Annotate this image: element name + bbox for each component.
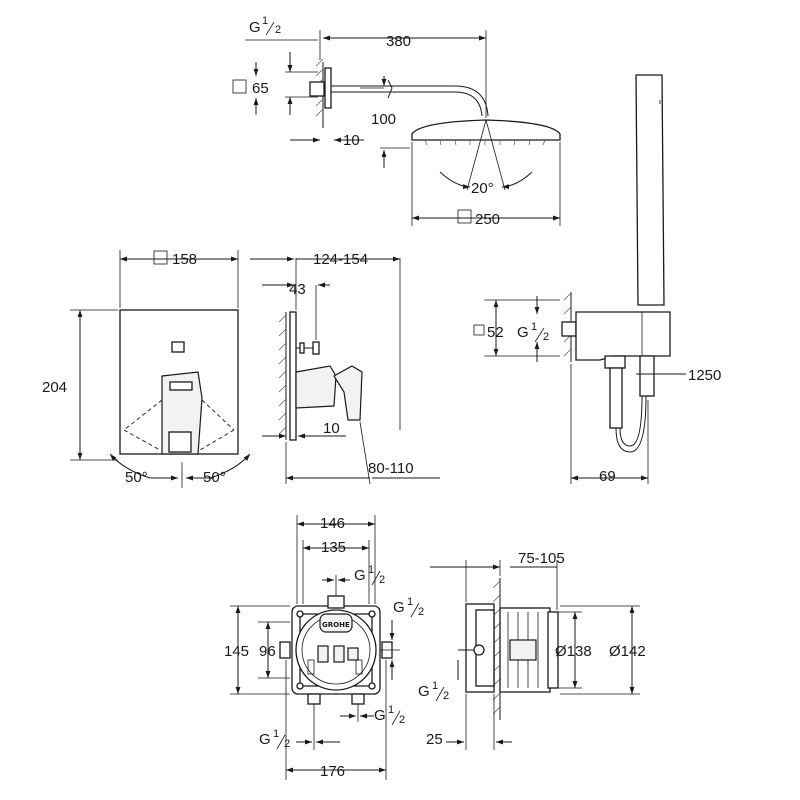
thread-top-den: 2	[379, 574, 385, 586]
hs-thread-g: G	[517, 324, 529, 341]
thread-bl-g: G	[259, 731, 271, 748]
mixer-trim-side-view: 124-154 43 10 80-110	[250, 251, 440, 485]
brand-logo: GROHE	[322, 621, 350, 629]
bottom-width-dim: 176	[320, 763, 345, 780]
shower-thread-den: 2	[275, 24, 281, 36]
thread-br-g: G	[374, 707, 386, 724]
mixer-trim-front-view: 158 204 50° 50°	[42, 250, 251, 488]
plate-dim: 158	[172, 251, 197, 268]
width-inner-dim: 135	[321, 539, 346, 556]
thread-bl-num: 1	[273, 728, 279, 740]
install-range-dim: 80-110	[368, 460, 414, 477]
shower-thread-g: G	[249, 19, 261, 36]
thread-br-den: 2	[399, 714, 405, 726]
rough-in-side-view: 75-105 Ø138 Ø142 G 1 2 25	[418, 550, 646, 750]
thread-bl-den: 2	[284, 738, 290, 750]
spray-angle-dim: 20°	[471, 180, 494, 197]
height-dim: 204	[42, 379, 67, 396]
dia-inner-dim: Ø138	[555, 643, 592, 660]
arm-length-dim: 380	[386, 33, 411, 50]
side-thread-num: 1	[432, 680, 438, 692]
wall-gap-dim: 10	[343, 132, 360, 149]
dia-outer-dim: Ø142	[609, 643, 646, 660]
projection-dim: 69	[599, 468, 616, 485]
thread-top-g: G	[354, 567, 366, 584]
angle-right-dim: 50°	[203, 469, 226, 486]
depth-range-dim: 124-154	[313, 251, 368, 268]
side-thread-den: 2	[443, 690, 449, 702]
thread-br-num: 1	[388, 704, 394, 716]
knob-offset-dim: 43	[289, 281, 306, 298]
outlet-dim: 52	[487, 324, 504, 341]
shower-head-view: 380 G 1 2 65 100 10 20° 250	[232, 15, 561, 228]
plate-gap-dim: 10	[323, 420, 340, 437]
wall-dim: 25	[426, 731, 443, 748]
hs-thread-num: 1	[531, 321, 537, 333]
thread-top-num: 1	[368, 564, 374, 576]
height-inner-dim: 96	[259, 643, 276, 660]
rough-in-front-view: GROHE 146 135 G 1 2 G 1 2	[224, 515, 424, 780]
thread-right-den: 2	[418, 606, 424, 618]
side-depth-dim: 75-105	[518, 550, 565, 567]
flange-dim: 65	[252, 80, 269, 97]
width-outer-dim: 146	[320, 515, 345, 532]
angle-left-dim: 50°	[125, 469, 148, 486]
side-thread-g: G	[418, 683, 430, 700]
shower-thread-num: 1	[262, 15, 268, 27]
head-size-dim: 250	[475, 211, 500, 228]
hs-thread-den: 2	[543, 331, 549, 343]
hose-length-dim: 1250	[688, 367, 721, 384]
drop-dim: 100	[371, 111, 396, 128]
hand-shower-view: 52 G 1 2 1250 69	[473, 74, 721, 485]
height-outer-dim: 145	[224, 643, 249, 660]
thread-right-num: 1	[407, 596, 413, 608]
thread-right-g: G	[393, 599, 405, 616]
